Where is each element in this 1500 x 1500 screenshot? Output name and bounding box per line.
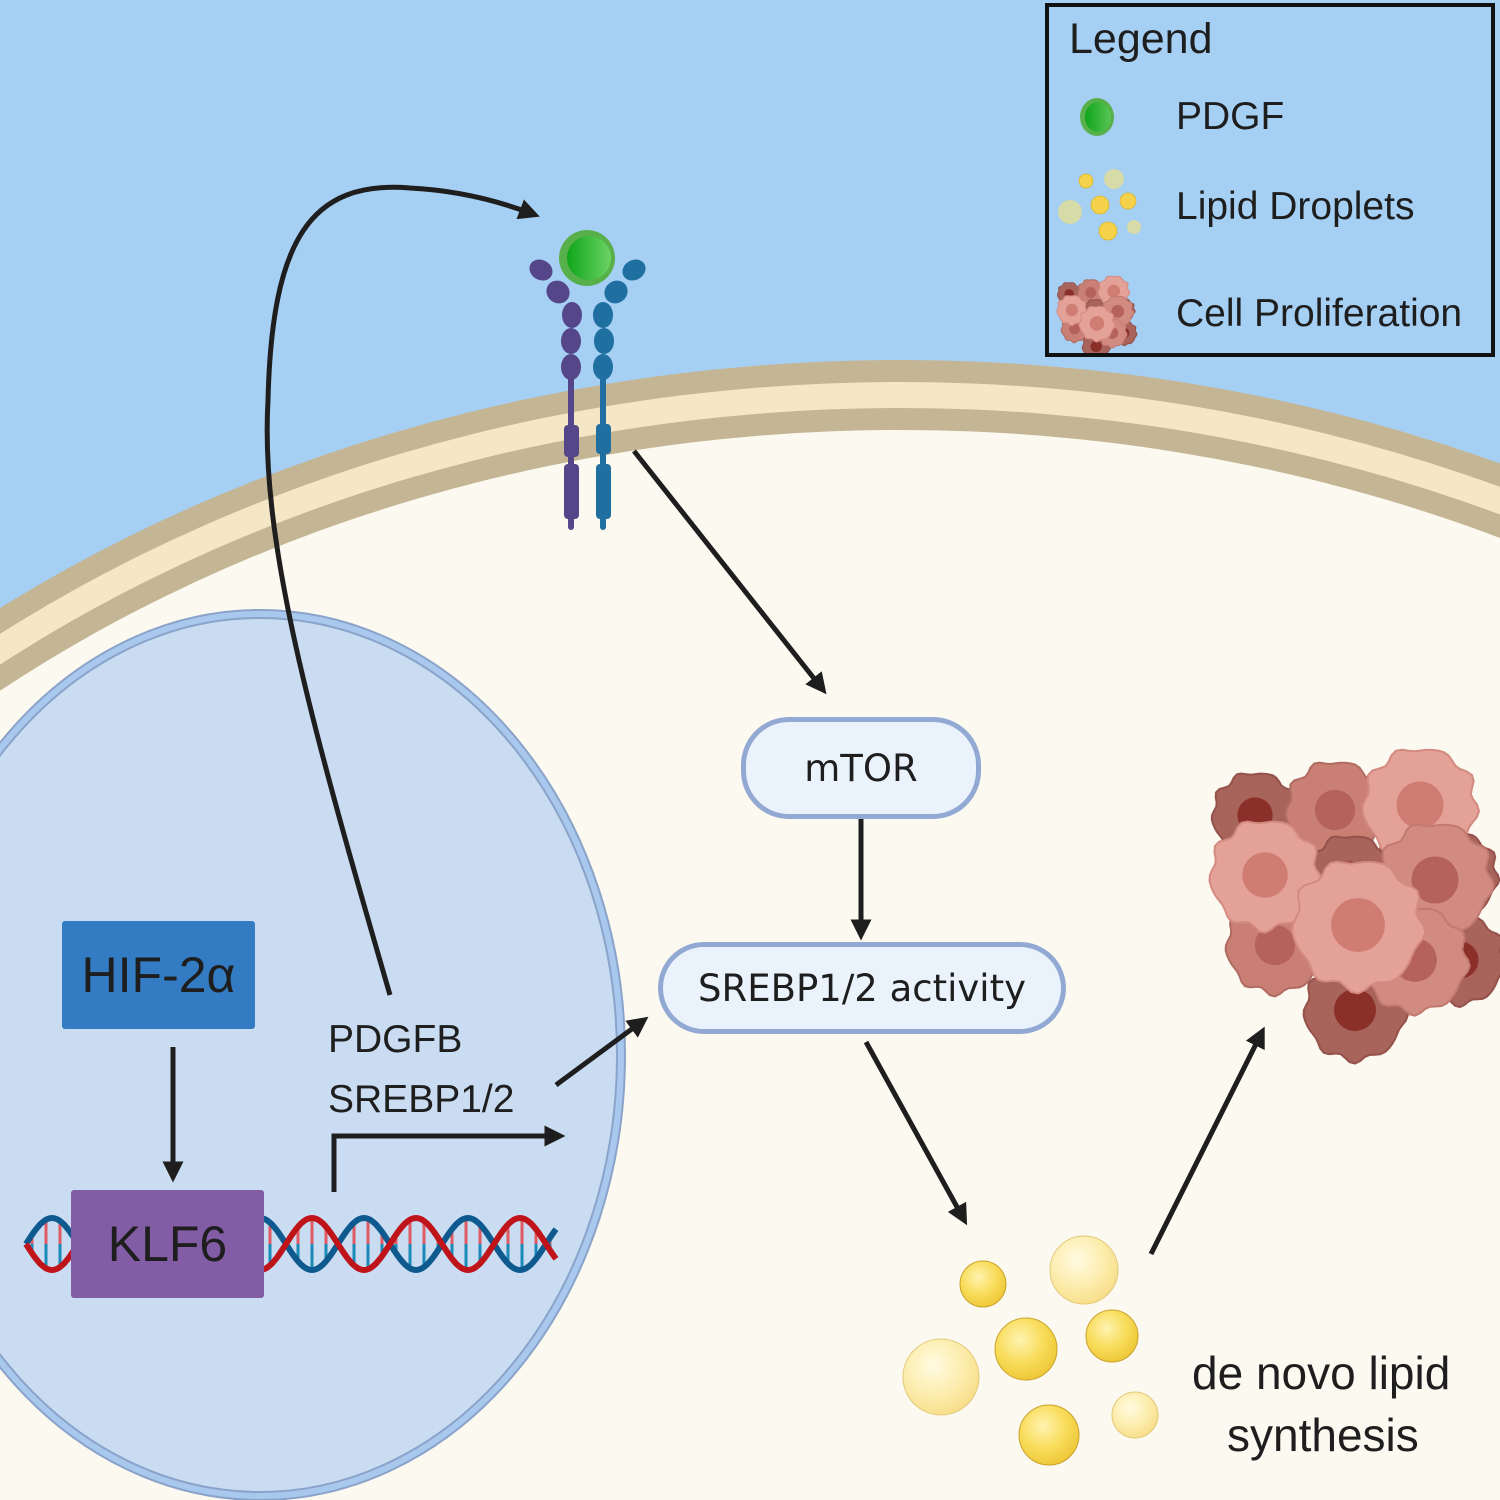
cell-nucleus — [1254, 924, 1296, 966]
target-gene-srebp: SREBP1/2 — [328, 1078, 515, 1121]
cell-proliferation-icon — [1056, 275, 1138, 353]
cell-nucleus — [1085, 287, 1097, 298]
cell-nucleus — [1065, 303, 1078, 317]
mtor-label: mTOR — [804, 746, 918, 790]
cell-nucleus — [1242, 852, 1288, 898]
cell-nucleus — [1396, 781, 1444, 829]
cell-proliferation-icon — [1208, 748, 1500, 1065]
legend: Legend PDGF Lipid Droplets Cell Prolifer… — [1045, 3, 1495, 357]
lipid-synthesis-label-2: synthesis — [1227, 1409, 1419, 1461]
lipid-synthesis-label-1: de novo lipid — [1192, 1347, 1451, 1399]
arrow-secretion — [264, 184, 540, 996]
legend-label-pdgf: PDGF — [1176, 95, 1285, 138]
arrow-srebp-to-activity — [554, 1016, 649, 1088]
klf6-node: KLF6 — [71, 1190, 264, 1298]
hif-2a-node: HIF-2α — [62, 921, 255, 1029]
cell-nucleus — [1314, 789, 1356, 831]
cell-nucleus — [1411, 856, 1459, 904]
legend-label-lipid-droplets: Lipid Droplets — [1176, 185, 1415, 228]
srebp-activity-label: SREBP1/2 activity — [698, 966, 1026, 1010]
cell-nucleus — [1069, 323, 1080, 335]
klf6-label: KLF6 — [107, 1216, 228, 1272]
arrow-receptor-to-mtor — [632, 449, 827, 695]
cell-nucleus — [1089, 316, 1105, 331]
hif-2a-label: HIF-2α — [81, 947, 236, 1003]
cell-nucleus — [1090, 340, 1102, 353]
arrow-transcription-start — [331, 1125, 566, 1192]
legend-title: Legend — [1069, 15, 1213, 63]
cell-nucleus — [1334, 989, 1376, 1031]
cell-nucleus — [1111, 305, 1125, 318]
lipid-droplets-icon — [1058, 169, 1141, 241]
arrows — [162, 184, 1265, 1256]
lipid-droplets-icon — [902, 1235, 1159, 1466]
arrow-srebp-to-lipid — [863, 1040, 968, 1226]
cell-nucleus — [1331, 898, 1385, 952]
target-gene-pdgfb: PDGFB — [328, 1018, 463, 1061]
pdgf-icon — [1080, 98, 1114, 136]
srebp-activity-node: SREBP1/2 activity — [658, 942, 1066, 1034]
arrow-lipid-to-proliferation — [1148, 1026, 1265, 1256]
pdgf-receptor-icon — [529, 230, 646, 530]
legend-label-cell-proliferation: Cell Proliferation — [1176, 292, 1463, 335]
mtor-node: mTOR — [741, 717, 981, 819]
cell-nucleus — [1107, 284, 1121, 298]
